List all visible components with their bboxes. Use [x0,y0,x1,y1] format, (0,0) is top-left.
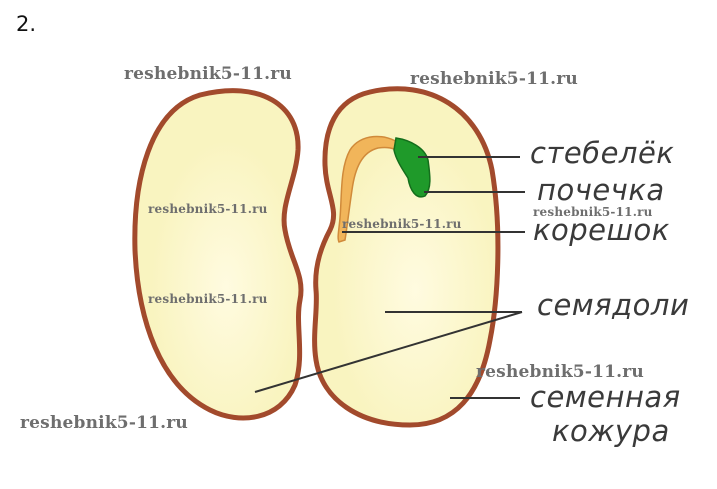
right-cotyledon [312,86,501,428]
watermark-top-left: reshebnik5-11.ru [124,64,292,84]
label-root: корешок [533,213,670,247]
left-cotyledon [132,88,304,421]
watermark-lower-right: reshebnik5-11.ru [476,362,644,382]
label-seed-coat-line2: кожура [552,414,670,448]
label-seed-coat-line1: семенная [530,380,681,414]
watermark-left-middle-1: reshebnik5-11.ru [148,202,268,216]
leader-cotyledon-left [254,311,523,393]
leader-lines [254,156,525,399]
watermark-top-right: reshebnik5-11.ru [410,69,578,89]
label-bud: почечка [537,173,665,207]
watermark-bottom-left: reshebnik5-11.ru [20,413,188,433]
watermark-center: reshebnik5-11.ru [342,217,462,231]
task-number: 2. [16,12,37,36]
watermark-right-label: reshebnik5-11.ru [533,205,653,219]
label-stem: стебелёк [530,136,675,170]
watermark-left-middle-2: reshebnik5-11.ru [148,292,268,306]
plumule-bud [393,137,431,198]
label-cotyledons: семядоли [537,288,690,322]
embryo-stalk [337,135,406,243]
